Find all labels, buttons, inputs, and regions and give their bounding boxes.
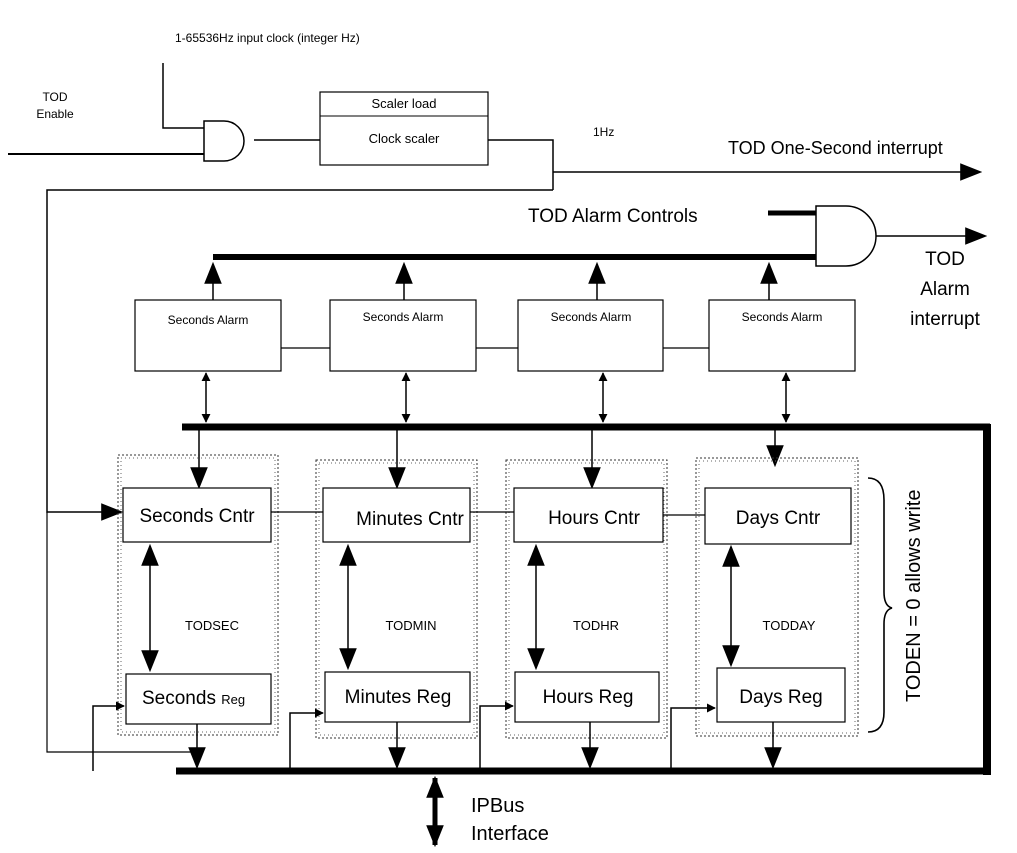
input-clock-label: 1-65536Hz input clock (integer Hz) <box>175 31 360 45</box>
register-label: Seconds Reg <box>142 688 245 709</box>
counter-label: Seconds Cntr <box>139 506 255 527</box>
counter-seconds: Seconds Cntr <box>122 487 272 543</box>
scaler-load-label: Scaler load <box>371 96 436 111</box>
register-label: Hours Reg <box>543 687 634 708</box>
counter-register-arrows <box>141 543 740 673</box>
enable-and-gate <box>203 120 245 162</box>
one-hz-feed-line <box>46 189 553 521</box>
ipbus-label-line2: Interface <box>471 823 549 845</box>
register-load-loops <box>92 701 716 771</box>
group-label-todhr: TODHR <box>573 618 619 633</box>
counter-label: Days Cntr <box>736 508 821 529</box>
alarm-block-label: Seconds Alarm <box>551 310 632 324</box>
register-label: Days Reg <box>739 687 822 708</box>
counter-days: Days Cntr <box>704 487 852 545</box>
register-minutes: Minutes Reg <box>324 671 471 723</box>
register-group-outlines <box>117 454 859 739</box>
register-seconds: Seconds Reg <box>125 673 272 725</box>
tod-enable-label-line2: Enable <box>36 107 74 121</box>
group-label-todsec: TODSEC <box>185 618 239 633</box>
counter-chain <box>271 511 705 516</box>
alarm-interrupt-label-line1: TOD <box>925 249 965 270</box>
write-enable-label: TODEN = 0 allows write <box>903 490 925 702</box>
scaler-block <box>319 91 489 166</box>
alarm-interrupt-label-line3: interrupt <box>910 309 980 330</box>
register-days: Days Reg <box>716 667 846 723</box>
counter-label: Hours Cntr <box>548 508 641 529</box>
register-to-bus-arrows <box>188 722 782 770</box>
alarm-block-label: Seconds Alarm <box>742 310 823 324</box>
alarm-block-2: Seconds Alarm <box>329 299 477 372</box>
alarm-block-3: Seconds Alarm <box>517 299 664 372</box>
write-enable-brace <box>867 477 893 733</box>
group-label-todmin: TODMIN <box>385 618 436 633</box>
bus-to-counter-arrows <box>190 430 784 490</box>
one-second-interrupt-label: TOD One-Second interrupt <box>728 138 943 158</box>
alarm-bus-bidirectional-arrows <box>201 372 791 423</box>
ipbus-label-line1: IPBus <box>471 795 524 817</box>
alarm-and-gate <box>815 205 877 267</box>
register-hours: Hours Reg <box>514 671 660 723</box>
counter-hours: Hours Cntr <box>513 487 664 543</box>
group-label-todday: TODDAY <box>763 618 816 633</box>
counter-minutes: Minutes Cntr <box>322 487 471 543</box>
clock-scaler-label: Clock scaler <box>369 131 440 146</box>
one-hz-label: 1Hz <box>593 125 614 139</box>
alarm-block-label: Seconds Alarm <box>363 310 444 324</box>
counter-label: Minutes Cntr <box>356 509 464 530</box>
alarm-to-bus-arrows <box>204 261 778 300</box>
alarm-block-4: Seconds Alarm <box>708 299 856 372</box>
tod-enable-label-line1: TOD <box>42 90 67 104</box>
alarm-block-label: Seconds Alarm <box>168 313 249 327</box>
clock-input-wiring <box>8 63 554 190</box>
alarm-block-1: Seconds Alarm <box>134 299 282 372</box>
register-label: Minutes Reg <box>345 687 452 708</box>
alarm-controls-label: TOD Alarm Controls <box>528 206 698 227</box>
alarm-interrupt-label-line2: Alarm <box>920 279 970 300</box>
